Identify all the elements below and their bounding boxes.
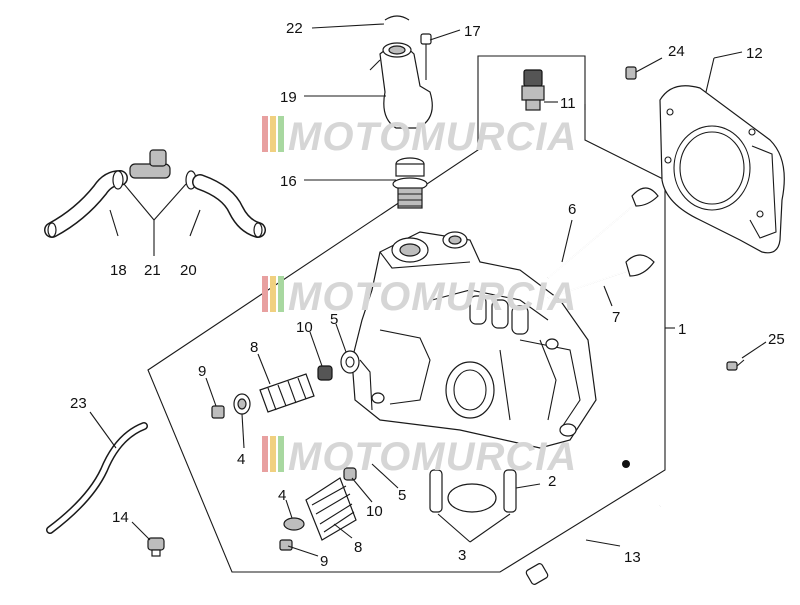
- watermark-top: MOTOMURCIA: [262, 115, 577, 159]
- label-18: 18: [110, 262, 127, 279]
- part-20-hose: [192, 174, 266, 238]
- part-24-plug: [625, 66, 637, 80]
- part-10-seal-lower: [343, 467, 357, 481]
- label-20: 20: [180, 262, 197, 279]
- label-21: 21: [144, 262, 161, 279]
- part-4-retainer-lower: [283, 517, 305, 531]
- part-10-seal-upper: [317, 365, 333, 381]
- label-22: 22: [286, 20, 303, 37]
- part-12-head-gasket: [659, 85, 785, 254]
- part-25-bleed-screw: [726, 359, 745, 371]
- watermark-stripe: [278, 436, 284, 472]
- part-labels: 22 17 19 16 11 24 12 6 7 1 25 18 21 20 1…: [70, 20, 785, 570]
- label-4-lower: 4: [278, 487, 286, 504]
- label-17: 17: [464, 23, 481, 40]
- label-2: 2: [548, 473, 556, 490]
- part-19-thermostat-housing: [369, 42, 433, 129]
- label-4-upper: 4: [237, 451, 245, 468]
- watermark-text: MOTOMURCIA: [288, 435, 577, 479]
- watermark-stripe: [262, 436, 268, 472]
- label-8-upper: 8: [250, 339, 258, 356]
- part-3-dowel-pins: [429, 469, 517, 513]
- part-5-seat-upper: [340, 350, 360, 374]
- label-1: 1: [678, 321, 686, 338]
- part-2-oring: [447, 483, 497, 513]
- label-25: 25: [768, 331, 785, 348]
- label-12: 12: [746, 45, 763, 62]
- assembly-frame: [147, 55, 666, 573]
- part-23-breather-hose: [46, 422, 148, 534]
- label-11: 11: [560, 95, 576, 112]
- label-13: 13: [624, 549, 641, 566]
- part-13-stud-bolt: [525, 504, 661, 585]
- part-14-plug: [147, 537, 165, 557]
- label-10-upper: 10: [296, 319, 313, 336]
- label-8-lower: 8: [354, 539, 362, 556]
- watermark-bottom: MOTOMURCIA: [262, 435, 577, 479]
- part-16-thermostat: [392, 157, 428, 209]
- watermark-middle: MOTOMURCIA: [262, 275, 577, 319]
- cylinder-head-body: [351, 231, 597, 449]
- label-14: 14: [112, 509, 129, 526]
- part-6-valve: [547, 187, 659, 279]
- part-4-retainer-upper: [233, 393, 251, 415]
- label-16: 16: [280, 173, 297, 190]
- watermark-stripe: [262, 116, 268, 152]
- leader-lines: [89, 23, 767, 557]
- label-3: 3: [458, 547, 466, 564]
- label-7: 7: [612, 309, 620, 326]
- watermark-stripe: [270, 116, 276, 152]
- part-9-cotter-upper: [211, 405, 225, 419]
- part-7-valve: [547, 254, 655, 299]
- bolt-reference-dot: [622, 460, 630, 468]
- label-5-lower: 5: [398, 487, 406, 504]
- label-9-lower: 9: [320, 553, 328, 570]
- label-6: 6: [568, 201, 576, 218]
- part-21-hose-fitting: [112, 149, 197, 190]
- label-23: 23: [70, 395, 87, 412]
- part-9-cotter-lower: [279, 539, 293, 551]
- part-18-hose: [44, 170, 128, 238]
- part-22-circlip: [384, 15, 410, 21]
- label-9-upper: 9: [198, 363, 206, 380]
- watermark-text: MOTOMURCIA: [288, 275, 577, 319]
- label-10-lower: 10: [366, 503, 383, 520]
- watermark-stripe: [270, 276, 276, 312]
- watermark-stripe: [270, 436, 276, 472]
- part-8-spring-upper: [259, 373, 315, 413]
- watermark-stripe: [262, 276, 268, 312]
- watermark-stripe: [278, 116, 284, 152]
- label-19: 19: [280, 89, 297, 106]
- part-8-spring-lower: [305, 477, 357, 541]
- watermark-text: MOTOMURCIA: [288, 115, 577, 159]
- label-24: 24: [668, 43, 685, 60]
- part-11-temperature-sensor: [521, 69, 545, 111]
- part-17-bolt: [420, 33, 432, 80]
- label-5-upper: 5: [330, 311, 338, 328]
- watermark-stripe: [278, 276, 284, 312]
